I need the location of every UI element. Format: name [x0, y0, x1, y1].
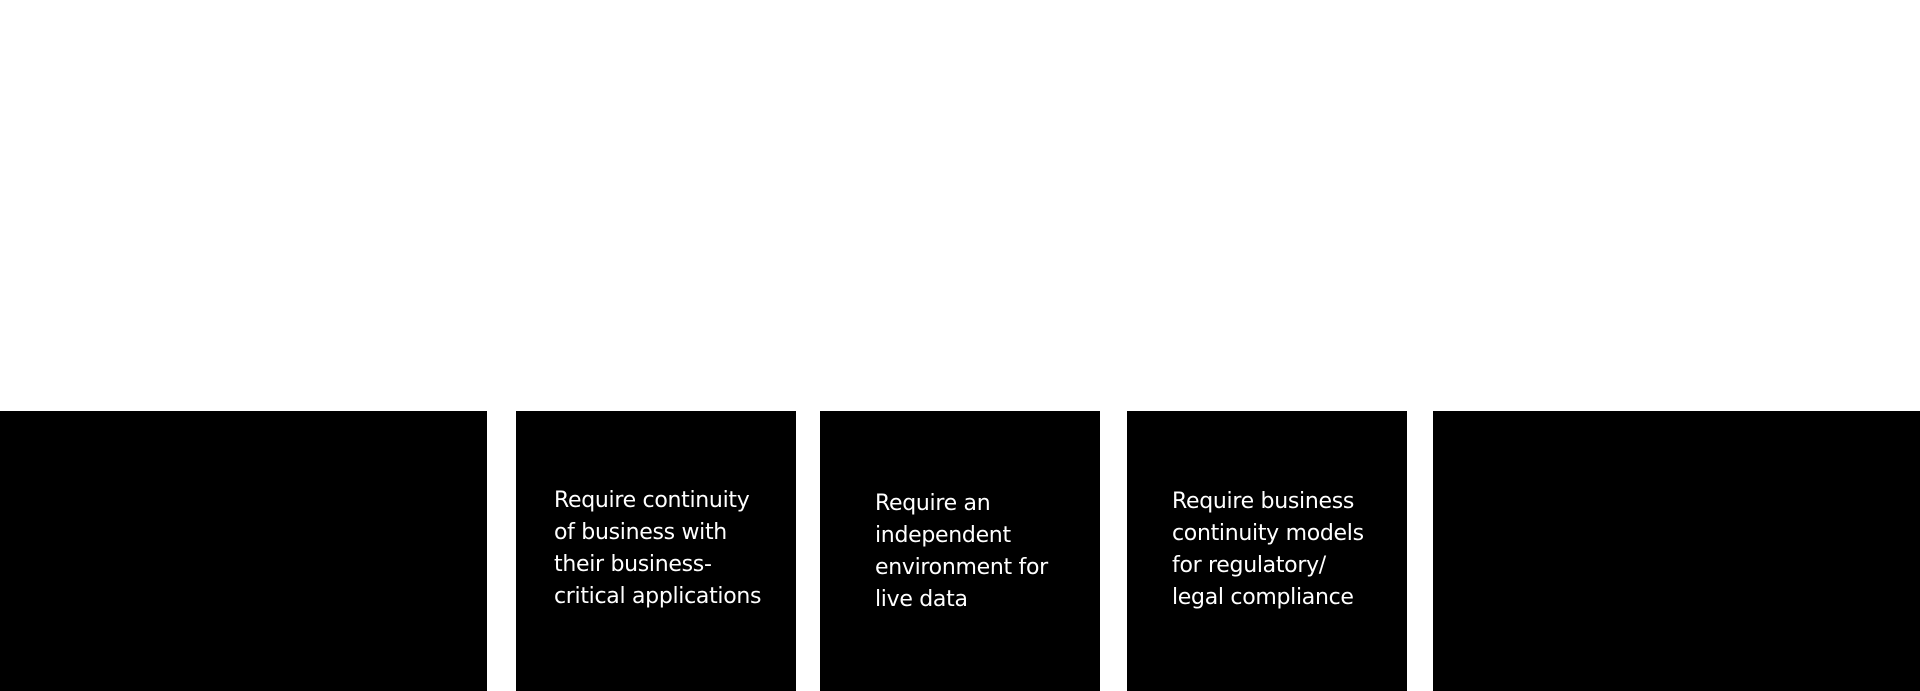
requirement-card-compliance: Require business continuity models for r… — [1127, 411, 1407, 691]
right-black-panel — [1433, 411, 1920, 691]
requirement-card-independent-environment: Require an independent environment for l… — [820, 411, 1100, 691]
requirement-card-text: Require business continuity models for r… — [1172, 489, 1364, 610]
requirement-card-text: Require an independent environment for l… — [875, 491, 1048, 612]
requirement-card-text: Require continuity of business with thei… — [554, 488, 762, 609]
left-black-panel — [0, 411, 487, 691]
requirement-card-continuity: Require continuity of business with thei… — [516, 411, 796, 691]
